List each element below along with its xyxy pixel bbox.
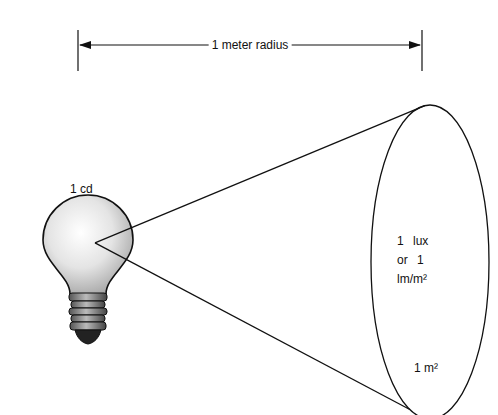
dimension-line [78, 30, 422, 71]
illuminated-area: 1 lux or 1 lm/m² 1 m² [370, 104, 490, 415]
node-label: 1 lux or 1 lm/m² [397, 232, 445, 289]
ellipse-outline [371, 105, 489, 415]
light-bulb [43, 195, 133, 344]
light-cone-line [95, 106, 425, 243]
area-label: 1 m² [414, 359, 438, 378]
light-source: 1 cd [40, 180, 140, 350]
light-cone-line [95, 243, 410, 410]
node-label: 1 cd [70, 180, 93, 199]
dimension-label: 1 meter radius [209, 38, 292, 52]
